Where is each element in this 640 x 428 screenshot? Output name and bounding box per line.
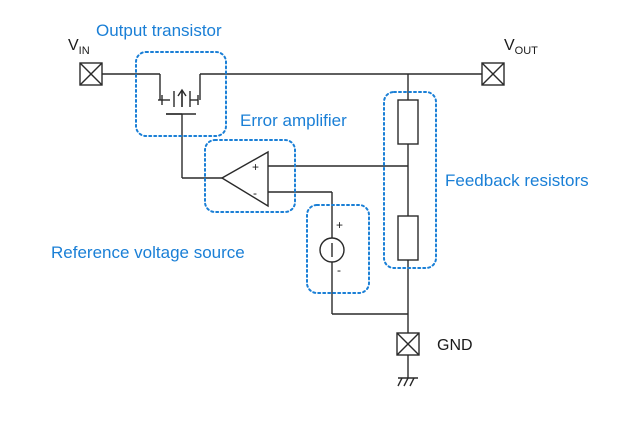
output-transistor-label: Output transistor	[96, 21, 222, 40]
output-transistor-symbol	[158, 88, 199, 115]
feedback-resistors-label: Feedback resistors	[445, 171, 589, 190]
error-amplifier-label: Error amplifier	[240, 111, 347, 130]
ref-minus-sign: -	[337, 263, 341, 277]
earth-ground-icon	[397, 377, 418, 387]
error-amplifier-symbol	[220, 150, 269, 208]
amp-minus-sign: -	[253, 186, 257, 200]
vout-label: VOUT	[504, 37, 538, 57]
reference-voltage-label: Reference voltage source	[51, 243, 245, 262]
wires	[102, 73, 482, 378]
gnd-terminal	[396, 332, 420, 356]
amp-plus-sign: +	[252, 160, 259, 174]
feedback-resistor-upper	[397, 99, 419, 145]
error-amplifier-group	[204, 139, 296, 213]
reference-voltage-group	[306, 204, 370, 294]
vin-terminal	[79, 62, 103, 86]
output-transistor-group	[135, 51, 227, 137]
vout-terminal	[481, 62, 505, 86]
gnd-label: GND	[437, 337, 473, 354]
vin-label: VIN	[68, 37, 90, 57]
ref-plus-sign: +	[336, 218, 343, 232]
feedback-resistors-group	[383, 91, 437, 269]
feedback-resistor-lower	[397, 215, 419, 261]
